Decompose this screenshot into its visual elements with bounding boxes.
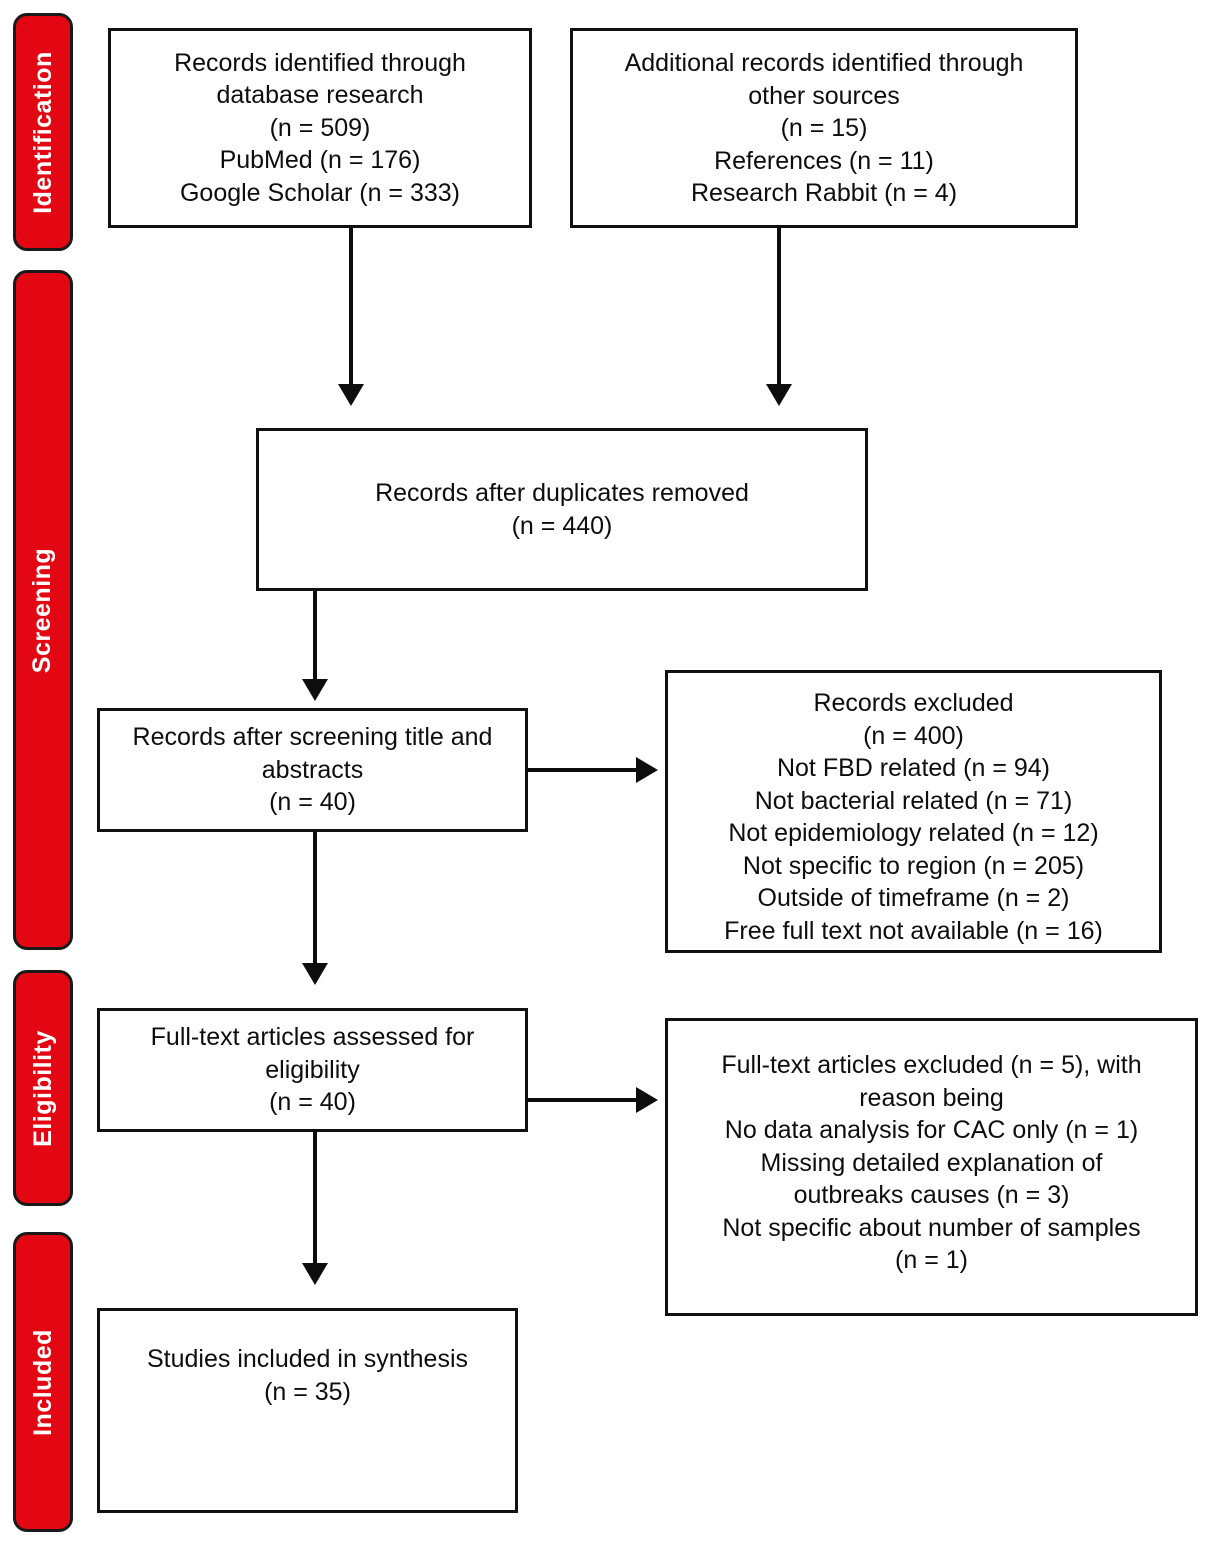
connector-other-sources-to-duplicates [777,228,781,386]
connector-fulltext-to-included [313,1132,317,1265]
arrowhead-other-sources-to-duplicates [766,384,792,406]
connector-duplicates-to-screening [313,591,317,681]
stage-bar-included: Included [13,1232,73,1532]
stage-bar-identification: Identification [13,13,73,251]
box-records-after-screening-text: Records after screening title and abstra… [132,723,493,817]
arrowhead-screening-to-fulltext [302,963,328,985]
stage-label-identification: Identification [28,50,57,214]
box-records-identified-other-sources: Additional records identified through ot… [570,28,1078,228]
box-studies-included-in-synthesis: Studies included in synthesis (n = 35) [97,1308,518,1513]
connector-screening-to-fulltext [313,832,317,965]
stage-label-screening: Screening [28,547,57,673]
arrowhead-screening-to-excluded [636,757,658,783]
stage-label-eligibility: Eligibility [28,1029,57,1147]
box-studies-included-in-synthesis-text: Studies included in synthesis (n = 35) [146,1345,469,1406]
arrowhead-database-to-duplicates [338,384,364,406]
connector-database-to-duplicates [349,228,353,386]
arrowhead-duplicates-to-screening [302,679,328,701]
arrowhead-fulltext-to-excluded [636,1087,658,1113]
box-records-after-duplicates-removed: Records after duplicates removed (n = 44… [256,428,868,591]
stage-label-included: Included [28,1328,57,1436]
connector-screening-to-excluded [528,768,638,772]
box-records-excluded: Records excluded (n = 400) Not FBD relat… [665,670,1162,953]
connector-fulltext-to-excluded [528,1098,638,1102]
box-records-excluded-text: Records excluded (n = 400) Not FBD relat… [724,689,1103,945]
box-records-after-screening: Records after screening title and abstra… [97,708,528,832]
box-records-after-duplicates-removed-text: Records after duplicates removed (n = 44… [375,479,749,540]
stage-bar-eligibility: Eligibility [13,970,73,1206]
box-full-text-articles-excluded-text: Full-text articles excluded (n = 5), wit… [721,1051,1142,1274]
stage-bar-screening: Screening [13,270,73,950]
box-records-identified-database-text: Records identified through database rese… [174,48,466,207]
box-records-identified-database: Records identified through database rese… [108,28,532,228]
box-full-text-articles-assessed: Full-text articles assessed for eligibil… [97,1008,528,1132]
box-full-text-articles-assessed-text: Full-text articles assessed for eligibil… [150,1023,475,1117]
arrowhead-fulltext-to-included [302,1263,328,1285]
box-records-identified-other-sources-text: Additional records identified through ot… [624,49,1024,207]
box-full-text-articles-excluded: Full-text articles excluded (n = 5), wit… [665,1018,1198,1316]
